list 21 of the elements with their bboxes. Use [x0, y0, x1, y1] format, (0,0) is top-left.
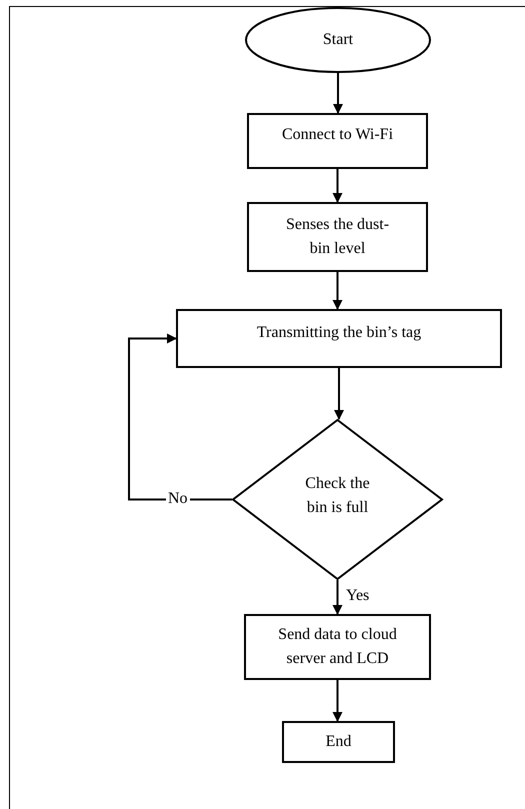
arrow — [332, 272, 342, 310]
decision-diamond — [232, 419, 443, 580]
node-text: End — [326, 732, 352, 752]
terminal-ellipse — [245, 7, 431, 73]
arrow — [332, 680, 342, 722]
process-box — [247, 202, 428, 272]
node-text: Send data to cloud server and LCD — [277, 625, 398, 669]
process-box — [247, 113, 428, 169]
process-box — [282, 721, 395, 763]
node-text: Connect to Wi-Fi — [282, 125, 394, 145]
node-text: Senses the dust-bin level — [284, 215, 390, 259]
node-text: Transmitting the bin’s tag — [256, 323, 422, 343]
arrow — [128, 334, 232, 500]
arrow — [332, 169, 342, 203]
node-text: Check the bin is full — [304, 474, 371, 518]
process-box — [176, 309, 502, 368]
arrow — [332, 580, 342, 615]
arrow — [334, 368, 344, 420]
node-text: Start — [322, 30, 354, 50]
process-box — [244, 614, 431, 680]
arrow — [333, 73, 343, 114]
